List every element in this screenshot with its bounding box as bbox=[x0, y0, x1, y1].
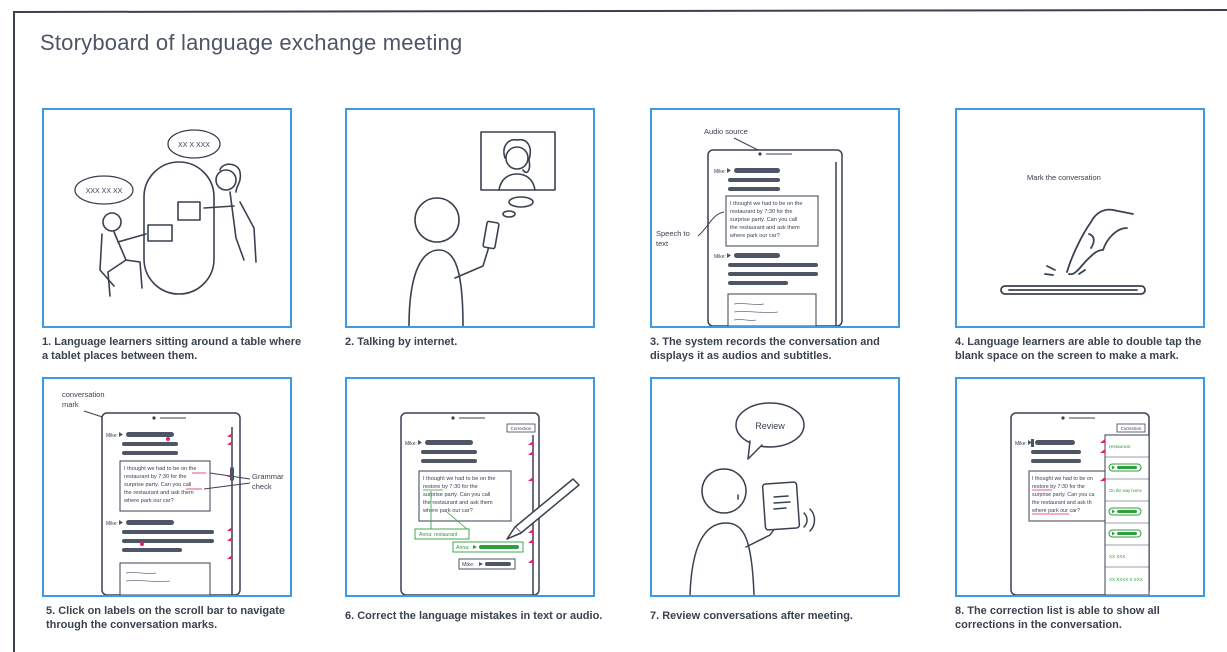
panel-1-caption: 1. Language learners sitting around a ta… bbox=[42, 336, 302, 362]
panel-2-caption: 2. Talking by internet. bbox=[345, 336, 458, 348]
corrections-button-label: Correction bbox=[511, 426, 532, 431]
speaker-label: Mike: bbox=[405, 441, 417, 447]
subtitle-line-3: surprise party. Can you ca bbox=[1032, 492, 1095, 498]
panel-6: Correction Mike: I thought we had to be … bbox=[345, 377, 595, 597]
panel-1-illustration: XX X XXX XXX XX XX bbox=[74, 129, 257, 297]
subtitle-line-1: I thought we had to be on the bbox=[730, 201, 802, 207]
panel-8: Correction Mike: I thought we had to be … bbox=[955, 377, 1205, 597]
speaker-label: Mike: bbox=[714, 169, 726, 175]
subtitle-line-4: the restaurant and ask them bbox=[730, 225, 800, 231]
grammar-check-label-2: check bbox=[252, 482, 272, 491]
subtitle-line-4: the restaurant and ask them bbox=[124, 490, 194, 496]
panel-5: conversation mark Mike: I thought we had… bbox=[42, 377, 292, 597]
panel-2 bbox=[345, 108, 595, 328]
panel-6-illustration: Correction Mike: I thought we had to be … bbox=[400, 412, 580, 595]
bubble-text-2: XXX XX XX bbox=[86, 188, 123, 195]
panel-7-illustration: Review bbox=[689, 402, 816, 595]
subtitle-line-3: surprise party. Can you call bbox=[730, 217, 797, 223]
review-bubble-text: Review bbox=[755, 421, 785, 431]
audio-source-label: Audio source bbox=[704, 127, 748, 136]
svg-text:Mike:: Mike: bbox=[714, 254, 726, 260]
conversation-mark-label-2: mark bbox=[62, 400, 79, 409]
panel-5-caption: 5. Click on labels on the scroll bar to … bbox=[46, 605, 286, 631]
subtitle-line-4: the restaurant and ask th bbox=[1032, 500, 1092, 506]
subtitle-line-1: I thought we had to be on bbox=[1032, 476, 1093, 482]
mike-audio-label: Mike: bbox=[462, 562, 474, 568]
subtitle-line-2: restaurant by 7:30 for the bbox=[730, 209, 793, 215]
audio-correction-label: Anna: bbox=[456, 545, 470, 551]
bubble-text-1: XX X XXX bbox=[178, 142, 210, 149]
subtitle-line-1: I thought we had to be on the bbox=[124, 466, 196, 472]
panel-3-illustration: Audio source Mike: I thought we had to b… bbox=[656, 127, 843, 326]
speaker-label: Mike: bbox=[1015, 441, 1027, 447]
panel-4-caption: 4. Language learners are able to double … bbox=[955, 336, 1202, 362]
subtitle-line-1: I thought we had to be on the bbox=[423, 476, 495, 482]
subtitle-line-5: where park our car? bbox=[1031, 508, 1080, 514]
speech-to-text-label-2: text bbox=[656, 239, 669, 248]
speech-to-text-label-1: Speech to bbox=[656, 229, 690, 238]
conversation-mark-label-1: conversation bbox=[62, 390, 105, 399]
correction-item-2[interactable]: On the way home bbox=[1109, 488, 1142, 493]
panel-3-caption: 3. The system records the conversation a… bbox=[650, 336, 880, 362]
panel-8-caption: 8. The correction list is able to show a… bbox=[955, 605, 1160, 631]
subtitle-line-4: the restaurant and ask them bbox=[423, 500, 493, 506]
corrections-button-label: Correction bbox=[1121, 426, 1142, 431]
correction-item-4[interactable]: XX XXXX X XXX bbox=[1109, 577, 1143, 582]
speaker-label: Mike: bbox=[106, 433, 118, 439]
subtitle-line-5: where park our car? bbox=[123, 498, 174, 504]
mark-conversation-label: Mark the conversation bbox=[1027, 173, 1101, 182]
panel-7: Review bbox=[650, 377, 900, 597]
panel-6-caption: 6. Correct the language mistakes in text… bbox=[345, 610, 603, 622]
corrections-button[interactable] bbox=[1116, 423, 1146, 433]
subtitle-line-5: where park our car? bbox=[422, 508, 473, 514]
panel-2-illustration bbox=[408, 131, 556, 326]
text-correction-box[interactable] bbox=[414, 528, 470, 540]
panel-4-illustration: Mark the conversation bbox=[1000, 173, 1146, 295]
grammar-check-label-1: Grammar bbox=[252, 472, 284, 481]
subtitle-line-5: where park our car? bbox=[729, 233, 780, 239]
correction-item-3[interactable]: XX XXX bbox=[1109, 554, 1125, 559]
panel-1: XX X XXX XXX XX XX bbox=[42, 108, 292, 328]
panel-7-caption: 7. Review conversations after meeting. bbox=[650, 610, 853, 622]
page-title: Storyboard of language exchange meeting bbox=[40, 30, 463, 55]
subtitle-line-3: surprise party. Can you call bbox=[423, 492, 490, 498]
corrections-button[interactable] bbox=[506, 423, 536, 433]
subtitle-line-3: surprise party. Can you call bbox=[124, 482, 191, 488]
panel-8-illustration: Correction Mike: I thought we had to be … bbox=[1010, 412, 1150, 595]
subtitle-line-2: restaurant by 7:30 for the bbox=[124, 474, 187, 480]
panel-4: Mark the conversation bbox=[955, 108, 1205, 328]
panel-5-illustration: conversation mark Mike: I thought we had… bbox=[62, 390, 284, 595]
svg-text:Mike:: Mike: bbox=[106, 521, 118, 527]
subtitle-line-2: restore by 7:30 for the bbox=[423, 484, 478, 490]
panel-3: Audio source Mike: I thought we had to b… bbox=[650, 108, 900, 328]
correction-item-1[interactable]: restaurant bbox=[1109, 444, 1131, 450]
subtitle-line-2: restore by 7:30 for the bbox=[1032, 484, 1085, 490]
stylus-icon bbox=[506, 478, 580, 540]
text-correction-label: Anna: restaurant bbox=[419, 532, 458, 538]
